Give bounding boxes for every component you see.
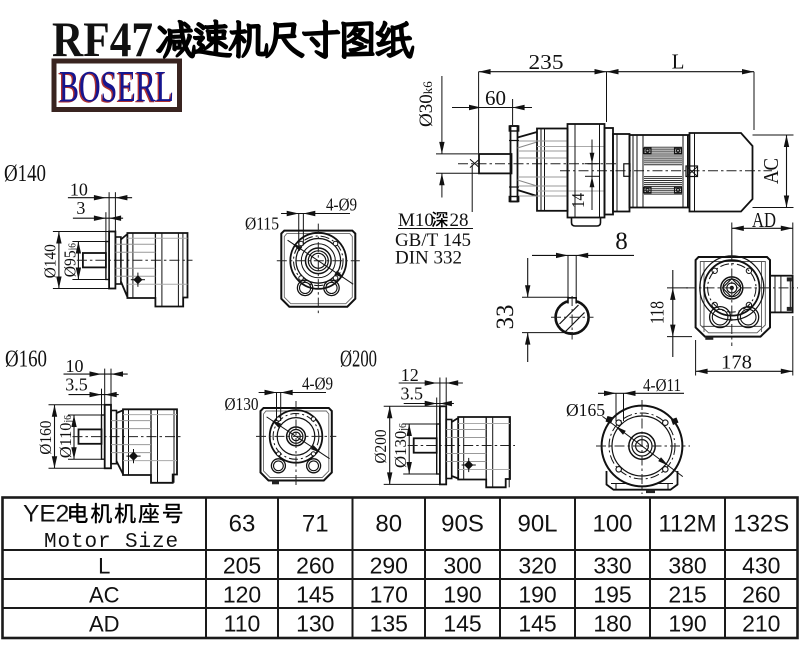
svg-text:90L: 90L [517,511,557,538]
svg-text:Ø115: Ø115 [245,214,279,234]
svg-text:130: 130 [296,611,334,637]
svg-text:M10: M10 [398,210,434,231]
svg-text:Ø130j6: Ø130j6 [391,423,410,468]
svg-text:10: 10 [70,180,88,200]
svg-text:145: 145 [518,611,556,637]
svg-text:205: 205 [223,553,261,579]
svg-text:210: 210 [742,611,780,637]
svg-text:190: 190 [518,582,556,608]
svg-text:33: 33 [492,305,519,330]
svg-text:112M: 112M [658,511,716,538]
svg-text:Ø200: Ø200 [340,346,377,373]
svg-text:63: 63 [229,511,256,538]
svg-text:Ø130: Ø130 [225,394,259,414]
svg-text:290: 290 [370,553,408,579]
svg-text:120: 120 [223,582,261,608]
svg-text:Ø160: Ø160 [5,346,47,373]
svg-text:L: L [672,50,685,74]
svg-text:Ø165: Ø165 [566,400,605,420]
svg-text:178: 178 [721,352,752,374]
svg-text:4-Ø9: 4-Ø9 [302,374,333,394]
svg-text:100: 100 [592,511,632,538]
svg-text:4-Ø9: 4-Ø9 [326,195,357,215]
svg-text:12: 12 [401,365,419,385]
svg-text:Ø200: Ø200 [371,430,390,464]
svg-text:Ø140: Ø140 [40,244,59,278]
svg-text:Ø140: Ø140 [4,160,46,187]
svg-text:330: 330 [593,553,631,579]
svg-text:145: 145 [296,582,334,608]
svg-text:3.5: 3.5 [65,375,88,395]
svg-text:60: 60 [485,86,506,110]
svg-text:260: 260 [742,582,780,608]
svg-text:180: 180 [593,611,631,637]
svg-text:14: 14 [568,193,588,208]
svg-text:190: 190 [443,582,481,608]
svg-text:AD: AD [752,208,776,232]
svg-text:380: 380 [668,553,706,579]
svg-text:RF47: RF47 [52,11,153,67]
svg-text:132S: 132S [733,511,789,538]
svg-text:Ø95j6: Ø95j6 [60,243,79,277]
svg-text:Motor Size: Motor Size [44,531,179,554]
svg-text:71: 71 [302,511,329,538]
svg-text:8: 8 [615,228,628,255]
svg-text:145: 145 [443,611,481,637]
svg-text:195: 195 [593,582,631,608]
svg-text:DIN 332: DIN 332 [395,248,462,269]
svg-text:320: 320 [518,553,556,579]
svg-text:300: 300 [443,553,481,579]
svg-text:430: 430 [742,553,780,579]
svg-text:GB/T 145: GB/T 145 [395,230,471,251]
svg-text:BOSERL: BOSERL [58,63,173,112]
svg-text:90S: 90S [441,511,484,538]
svg-text:110: 110 [224,611,261,637]
svg-text:AD: AD [89,612,120,637]
svg-text:80: 80 [375,511,402,538]
svg-text:135: 135 [370,611,408,637]
svg-text:3: 3 [76,198,85,218]
svg-text:215: 215 [668,582,706,608]
svg-text:3.5: 3.5 [400,384,423,404]
svg-text:YE2: YE2 [23,501,69,528]
svg-text:Ø160: Ø160 [36,421,55,455]
svg-text:BOSERL: BOSERL [59,62,174,111]
svg-text:Ø30k6: Ø30k6 [416,81,437,127]
svg-text:L: L [98,554,110,579]
svg-text:AC: AC [759,158,783,184]
svg-text:4-Ø11: 4-Ø11 [643,375,681,395]
svg-text:235: 235 [529,50,564,74]
svg-text:28: 28 [450,210,469,231]
svg-text:Ø110j6: Ø110j6 [56,415,75,458]
svg-text:170: 170 [370,582,408,608]
svg-text:118: 118 [647,301,669,324]
svg-text:190: 190 [668,611,706,637]
svg-text:260: 260 [296,553,334,579]
svg-text:AC: AC [89,583,120,608]
svg-text:10: 10 [66,356,84,376]
